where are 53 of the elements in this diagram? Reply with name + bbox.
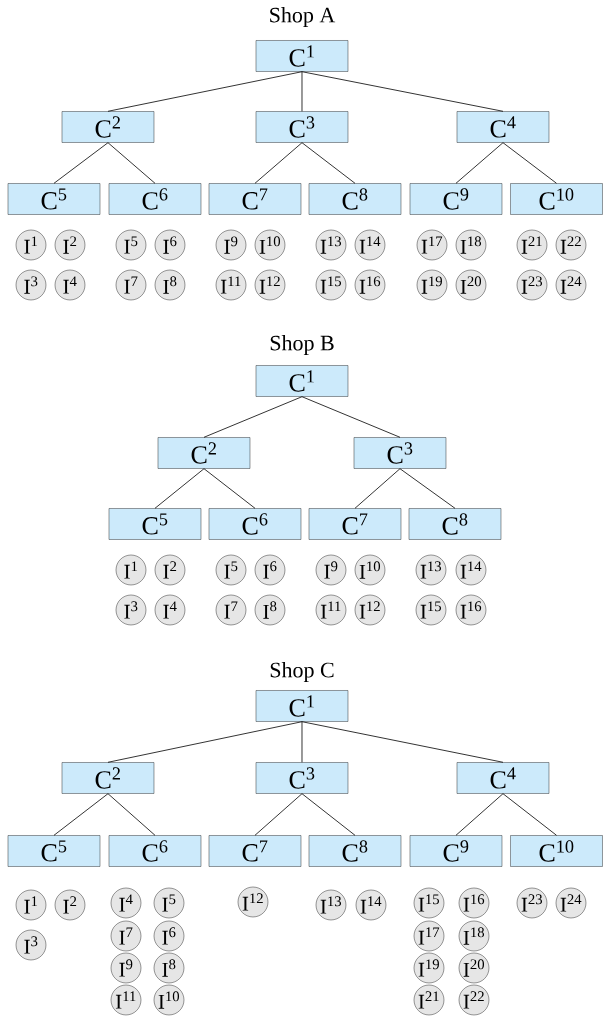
category-box: C$^{2}$: [157, 437, 251, 469]
category-box: C$^{8}$: [408, 508, 502, 540]
tree-line: [107, 793, 156, 836]
tree-line: [203, 396, 303, 438]
shop-title: Shop C: [270, 662, 334, 682]
tree-line: [107, 142, 156, 184]
category-box: C$^{7}$: [208, 183, 302, 215]
tree-line: [107, 721, 303, 763]
category-box: C$^{1}$: [255, 365, 349, 397]
tree-line: [399, 468, 456, 509]
category-box: C$^{4}$: [456, 762, 550, 794]
tree-line: [301, 721, 504, 763]
category-box: C$^{1}$: [255, 690, 349, 722]
category-box: C$^{3}$: [353, 437, 447, 469]
shop-title: Shop B: [270, 335, 334, 355]
category-box: C$^{1}$: [255, 40, 349, 72]
category-box: C$^{9}$: [409, 183, 503, 215]
category-box: C$^{7}$: [208, 835, 302, 867]
tree-line: [301, 71, 303, 112]
category-box: C$^{7}$: [308, 508, 402, 540]
category-box: C$^{5}$: [7, 835, 101, 867]
tree-line: [301, 396, 401, 438]
tree-line: [203, 468, 256, 509]
tree-line: [254, 142, 303, 184]
category-box: C$^{6}$: [108, 835, 202, 867]
tree-line: [455, 793, 504, 836]
tree-line: [107, 71, 303, 112]
category-box: C$^{10}$: [510, 835, 603, 867]
category-box: C$^{8}$: [308, 835, 402, 867]
tree-line: [301, 721, 303, 763]
category-box: C$^{3}$: [255, 762, 349, 794]
tree-line: [254, 793, 303, 836]
tree-line: [53, 793, 109, 836]
category-box: C$^{4}$: [456, 111, 550, 143]
tree-line: [53, 142, 109, 184]
tree-line: [354, 468, 401, 509]
tree-line: [154, 468, 205, 509]
category-box: C$^{5}$: [108, 508, 202, 540]
category-box: C$^{3}$: [255, 111, 349, 143]
category-box: C$^{5}$: [7, 183, 101, 215]
tree-line: [455, 142, 504, 184]
category-box: C$^{2}$: [61, 762, 155, 794]
category-box: C$^{10}$: [510, 183, 603, 215]
category-box: C$^{8}$: [308, 183, 402, 215]
category-box: C$^{6}$: [208, 508, 302, 540]
tree-line: [502, 142, 557, 184]
tree-line: [301, 793, 356, 836]
tree-line: [301, 142, 356, 184]
tree-line: [301, 71, 504, 112]
category-box: C$^{9}$: [409, 835, 503, 867]
tree-line: [502, 793, 557, 836]
category-box: C$^{6}$: [108, 183, 202, 215]
category-box: C$^{2}$: [61, 111, 155, 143]
